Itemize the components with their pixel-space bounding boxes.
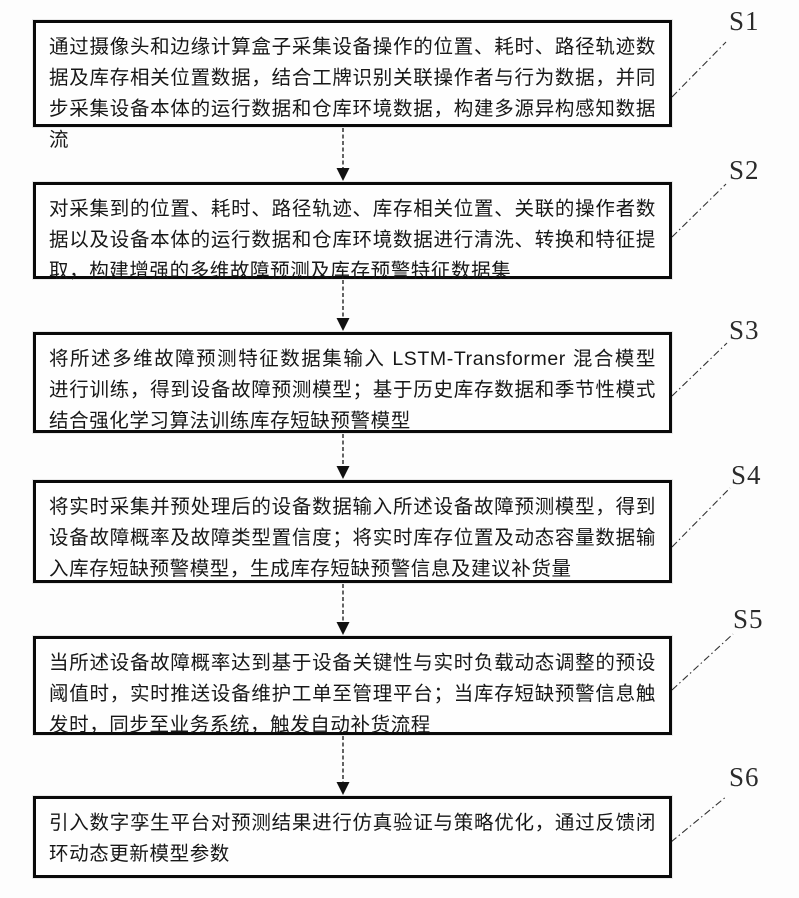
leader-lines <box>670 41 734 843</box>
leader-line-s1 <box>671 41 727 98</box>
leader-line-s2 <box>671 183 727 238</box>
arrowhead-icon <box>336 782 350 795</box>
step-box-s6: 引入数字孪生平台对预测结果进行仿真验证与策略优化，通过反馈闭环动态更新模型参数 <box>33 796 672 878</box>
arrowhead-icon <box>336 168 350 181</box>
step-label-s3: S3 <box>729 315 760 345</box>
step-box-s3: 将所述多维故障预测特征数据集输入 LSTM-Transformer 混合模型进行… <box>33 332 672 433</box>
step-text-s2: 对采集到的位置、耗时、路径轨迹、库存相关位置、关联的操作者数据以及设备本体的运行… <box>49 198 656 282</box>
step-label-s5: S5 <box>733 604 764 634</box>
step-box-s1: 通过摄像头和边缘计算盒子采集设备操作的位置、耗时、路径轨迹数据及库存相关位置数据… <box>33 20 672 151</box>
step-box-s5: 当所述设备故障概率达到基于设备关键性与实时负载动态调整的预设阈值时，实时推送设备… <box>33 636 672 736</box>
step-label-s6: S6 <box>729 762 760 792</box>
leader-line-s5 <box>671 633 734 691</box>
step-text-s5: 当所述设备故障概率达到基于设备关键性与实时负载动态调整的预设阈值时，实时推送设备… <box>49 652 656 736</box>
step-text-s3: 将所述多维故障预测特征数据集输入 LSTM-Transformer 混合模型进行… <box>49 348 656 432</box>
leader-line-s3 <box>671 342 728 397</box>
arrowhead-icon <box>336 318 350 331</box>
arrowhead-icon <box>336 466 350 479</box>
step-label-s4: S4 <box>731 460 762 490</box>
step-text-s1: 通过摄像头和边缘计算盒子采集设备操作的位置、耗时、路径轨迹数据及库存相关位置数据… <box>49 36 656 151</box>
step-box-s4: 将实时采集并预处理后的设备数据输入所述设备故障预测模型，得到设备故障概率及故障类… <box>33 480 672 583</box>
leader-line-s6 <box>670 795 728 843</box>
step-text-s6: 引入数字孪生平台对预测结果进行仿真验证与策略优化，通过反馈闭环动态更新模型参数 <box>49 812 656 865</box>
step-label-s1: S1 <box>729 6 760 36</box>
step-box-s2: 对采集到的位置、耗时、路径轨迹、库存相关位置、关联的操作者数据以及设备本体的运行… <box>33 182 672 282</box>
step-text-s4: 将实时采集并预处理后的设备数据输入所述设备故障预测模型，得到设备故障概率及故障类… <box>49 496 656 580</box>
arrowhead-icon <box>336 622 350 635</box>
leader-line-s4 <box>671 487 731 548</box>
step-label-s2: S2 <box>729 155 760 185</box>
